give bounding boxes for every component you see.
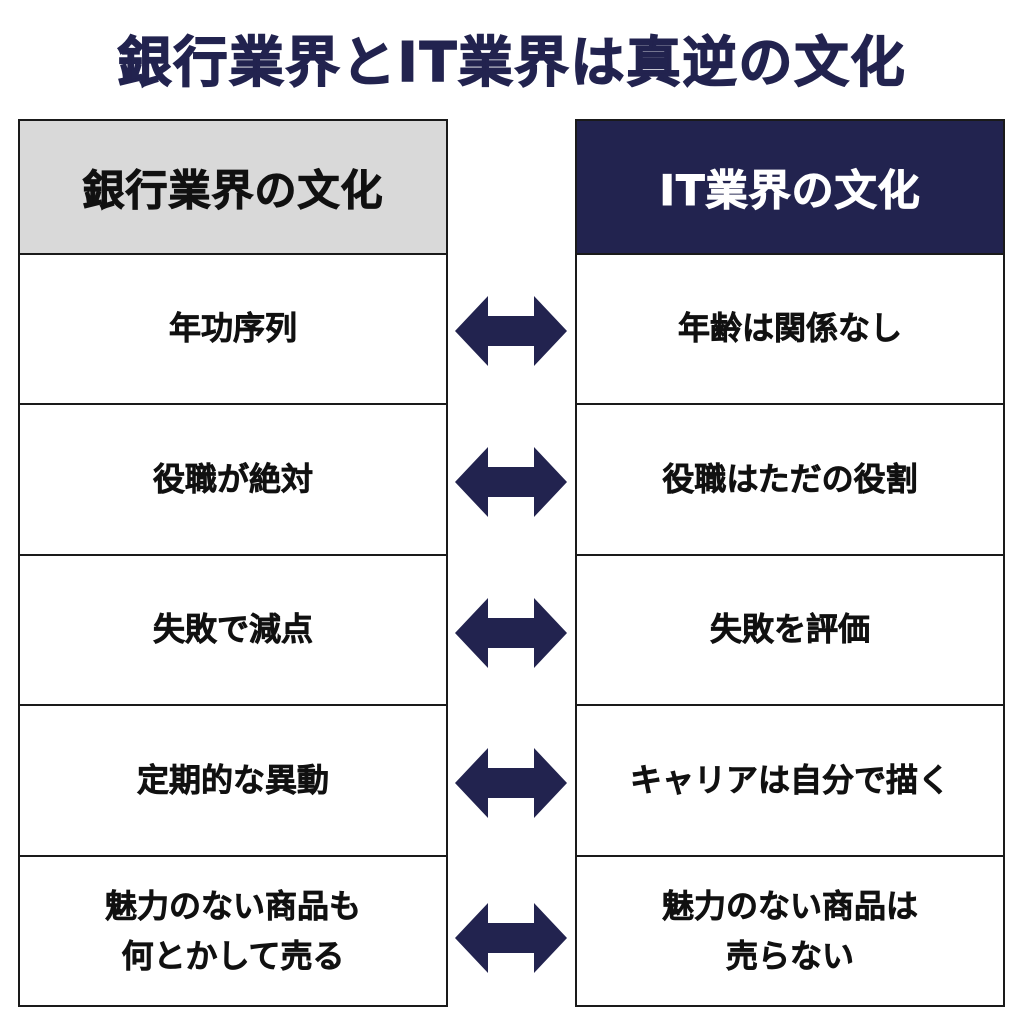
double-arrow-icon: [455, 748, 567, 818]
double-arrow-icon: [455, 598, 567, 668]
bank-culture-item: 年功序列: [20, 255, 446, 406]
double-arrow-icon: [455, 296, 567, 366]
bank-culture-item: 失敗で減点: [20, 556, 446, 707]
bank-culture-column: 銀行業界の文化 年功序列 役職が絶対 失敗で減点 定期的な異動 魅力のない商品も…: [18, 119, 448, 1007]
bank-culture-item: 魅力のない商品も 何とかして売る: [104, 887, 362, 975]
it-culture-item: 役職はただの役割: [577, 405, 1003, 556]
it-culture-item: キャリアは自分で描く: [577, 706, 1003, 857]
it-culture-item: 魅力のない商品は 売らない: [661, 887, 919, 975]
it-culture-column: IT業界の文化 年齢は関係なし 役職はただの役割 失敗を評価 キャリアは自分で描…: [575, 119, 1005, 1007]
it-culture-header: IT業界の文化: [577, 121, 1003, 255]
bank-culture-item: 定期的な異動: [20, 706, 446, 857]
double-arrow-icon: [455, 447, 567, 517]
bank-culture-header: 銀行業界の文化: [20, 121, 446, 255]
bank-culture-item: 役職が絶対: [20, 405, 446, 556]
double-arrow-icon: [455, 903, 567, 973]
it-culture-item: 失敗を評価: [577, 556, 1003, 707]
it-culture-item: 年齢は関係なし: [577, 255, 1003, 406]
page-title: 銀行業界とIT業界は真逆の文化: [117, 30, 907, 95]
